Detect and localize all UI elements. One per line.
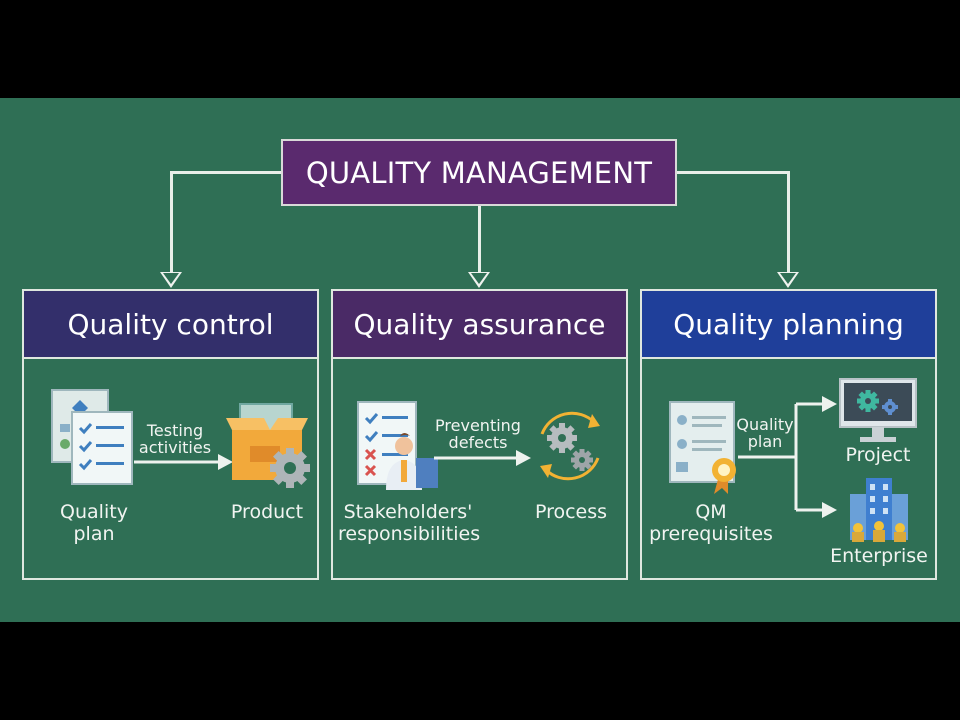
quality-control-heading: Quality control bbox=[24, 291, 317, 359]
person-icon bbox=[386, 433, 438, 490]
connector-left-arrowhead bbox=[160, 272, 182, 288]
product-label: Product bbox=[230, 501, 304, 523]
quality-plan-label: Quality plan bbox=[60, 501, 128, 545]
process-label: Process bbox=[534, 501, 608, 523]
quality-management-title: QUALITY MANAGEMENT bbox=[281, 139, 677, 206]
project-label: Project bbox=[845, 444, 911, 466]
quality-plan-document-icon bbox=[51, 389, 133, 485]
product-package-icon bbox=[226, 403, 310, 488]
testing-activities-label: Testing activities bbox=[138, 421, 212, 457]
connector-right-vertical bbox=[787, 171, 790, 275]
project-monitor-icon bbox=[839, 378, 917, 442]
quality-plan-branch-label: Quality plan bbox=[736, 415, 794, 451]
stakeholders-responsibilities-label: Stakeholders' responsibilities bbox=[338, 501, 481, 545]
qm-prerequisites-certificate-icon bbox=[669, 401, 736, 494]
stakeholders-checklist-icon bbox=[357, 401, 438, 490]
preventing-defects-label: Preventing defects bbox=[435, 416, 521, 452]
quality-planning-panel: Quality planning bbox=[640, 289, 937, 580]
connector-center-arrowhead bbox=[468, 272, 490, 288]
connector-center-vertical bbox=[478, 206, 481, 275]
qm-prerequisites-label: QM prerequisites bbox=[649, 501, 773, 545]
quality-assurance-panel: Quality assurance bbox=[331, 289, 628, 580]
enterprise-building-icon bbox=[850, 478, 908, 542]
connector-left-horizontal bbox=[170, 171, 282, 174]
enterprise-label: Enterprise bbox=[830, 545, 928, 567]
connector-right-horizontal bbox=[677, 171, 790, 174]
preventing-arrow bbox=[434, 450, 531, 466]
quality-planning-heading: Quality planning bbox=[642, 291, 935, 359]
connector-left-vertical bbox=[170, 171, 173, 275]
quality-control-panel: Quality control bbox=[22, 289, 319, 580]
process-cycle-icon bbox=[540, 411, 600, 481]
testing-arrow bbox=[134, 454, 233, 470]
connector-right-arrowhead bbox=[777, 272, 799, 288]
quality-assurance-heading: Quality assurance bbox=[333, 291, 626, 359]
branch-connector bbox=[738, 396, 837, 518]
